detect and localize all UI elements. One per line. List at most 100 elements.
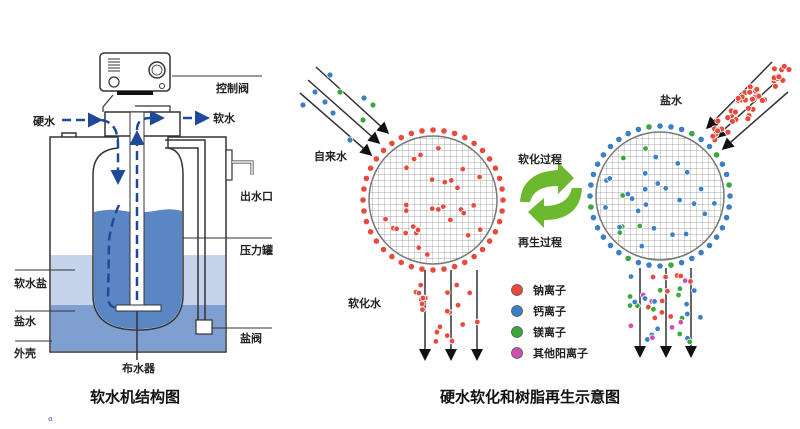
- ion-dot: [593, 224, 602, 232]
- ion-dot: [448, 177, 455, 184]
- ion-dot: [362, 174, 370, 182]
- ion-dot: [667, 261, 675, 269]
- ion-dot: [785, 66, 793, 73]
- ion-dot: [599, 151, 608, 159]
- ion-dot: [744, 104, 752, 112]
- ion-dot: [701, 210, 708, 218]
- ion-dot: [650, 306, 657, 313]
- ion-dot: [448, 337, 456, 345]
- ion-dot: [453, 281, 460, 289]
- ion-dot: [602, 204, 609, 211]
- ion-dot: [645, 261, 653, 269]
- ion-dot: [759, 97, 766, 104]
- brine-sodium-ions: [709, 62, 793, 144]
- ion-dot: [606, 175, 613, 182]
- ion-dot: [447, 216, 454, 224]
- ion-dot: [599, 233, 608, 241]
- label-regeneration-process: 再生过程: [518, 235, 562, 249]
- ion-dot: [587, 181, 595, 189]
- ion-dot: [711, 200, 718, 207]
- cycle-arrows-icon: [520, 162, 582, 228]
- ion-dot: [418, 127, 426, 135]
- ion-dot: [641, 295, 649, 302]
- ion-dot: [697, 314, 704, 321]
- ion-dot: [474, 318, 481, 326]
- ion-dot: [705, 142, 714, 151]
- ion-dot: [372, 155, 380, 163]
- ion-dot: [624, 254, 632, 262]
- ion-dot: [366, 228, 375, 236]
- ion-dot: [724, 114, 732, 121]
- ion-dot: [366, 164, 375, 172]
- ion-dot: [485, 237, 494, 245]
- ion-dot: [444, 308, 451, 315]
- ion-dot: [725, 203, 733, 211]
- legend-item: 其他阳离子: [511, 346, 588, 360]
- ion-dot: [477, 226, 484, 233]
- ion-dot: [677, 258, 686, 267]
- ion-dot: [589, 214, 598, 222]
- ion-dot: [705, 241, 714, 250]
- ion-dot: [587, 203, 595, 211]
- ion-dot: [382, 215, 389, 223]
- ion-dot: [440, 127, 448, 135]
- ion-dot: [675, 291, 682, 299]
- legend-label: 镁离子: [533, 325, 566, 339]
- ion-dot: [478, 245, 487, 254]
- ion-dot: [682, 230, 690, 238]
- ion-dot: [712, 233, 721, 241]
- ion-dot: [418, 265, 426, 273]
- ion-dot: [627, 322, 635, 329]
- ion-dot: [734, 94, 742, 102]
- legend-swatch: [511, 284, 523, 296]
- ion-dot: [372, 237, 380, 245]
- ion-dot: [626, 302, 634, 309]
- ion-dot: [606, 241, 615, 250]
- ion-dot: [718, 224, 727, 232]
- ion-dot: [677, 272, 684, 280]
- label-hard-water: 硬水: [33, 114, 56, 128]
- ion-dot: [491, 228, 499, 236]
- ion-dot: [470, 202, 477, 209]
- ion-dot: [725, 181, 733, 189]
- label-brine-input: 盐水: [660, 93, 683, 107]
- ion-dot: [681, 277, 689, 284]
- ion-dot: [656, 262, 664, 270]
- ion-dot: [410, 223, 417, 230]
- ion-dot: [498, 207, 506, 215]
- ion-dot: [410, 155, 418, 163]
- ion-dot: [624, 190, 632, 198]
- ion-dot: [620, 154, 627, 162]
- ion-dot: [402, 229, 409, 237]
- ion-dot: [658, 309, 666, 316]
- ion-dot: [485, 155, 494, 163]
- ion-dot: [651, 298, 658, 305]
- label-control-valve: 控制阀: [216, 81, 249, 95]
- ion-exchange-diagram: 软化过程 再生过程 盐水 自来水 软化水: [299, 61, 793, 406]
- legend-swatch: [511, 347, 523, 359]
- label-softened-water: 软化水: [348, 296, 382, 310]
- ion-dot: [336, 88, 344, 96]
- ion-dot: [435, 145, 442, 152]
- ion-dot: [432, 338, 440, 345]
- ion-dot: [676, 285, 684, 292]
- ion-dot: [360, 207, 368, 215]
- ion-dot: [461, 134, 469, 142]
- ion-dot: [435, 206, 442, 213]
- legend-item: 钙离子: [511, 304, 566, 318]
- ion-dot: [414, 226, 422, 234]
- softener-structure-diagram: 控制阀 硬水 软水 出水口 压力罐 软水盐 盐水 外壳 布水器 盐阀 软水机结构…: [13, 52, 273, 423]
- ion-dot: [645, 123, 653, 131]
- ion-dot: [459, 165, 466, 173]
- ion-dot: [722, 170, 731, 178]
- ion-dot: [642, 201, 650, 208]
- ion-dot: [684, 310, 691, 318]
- ion-dot: [714, 117, 722, 125]
- ion-dot: [461, 258, 469, 266]
- ion-dot: [654, 180, 661, 187]
- ion-dot: [636, 222, 643, 230]
- ion-dot: [688, 254, 696, 262]
- ion-dot: [478, 146, 487, 155]
- ion-dot: [690, 200, 698, 207]
